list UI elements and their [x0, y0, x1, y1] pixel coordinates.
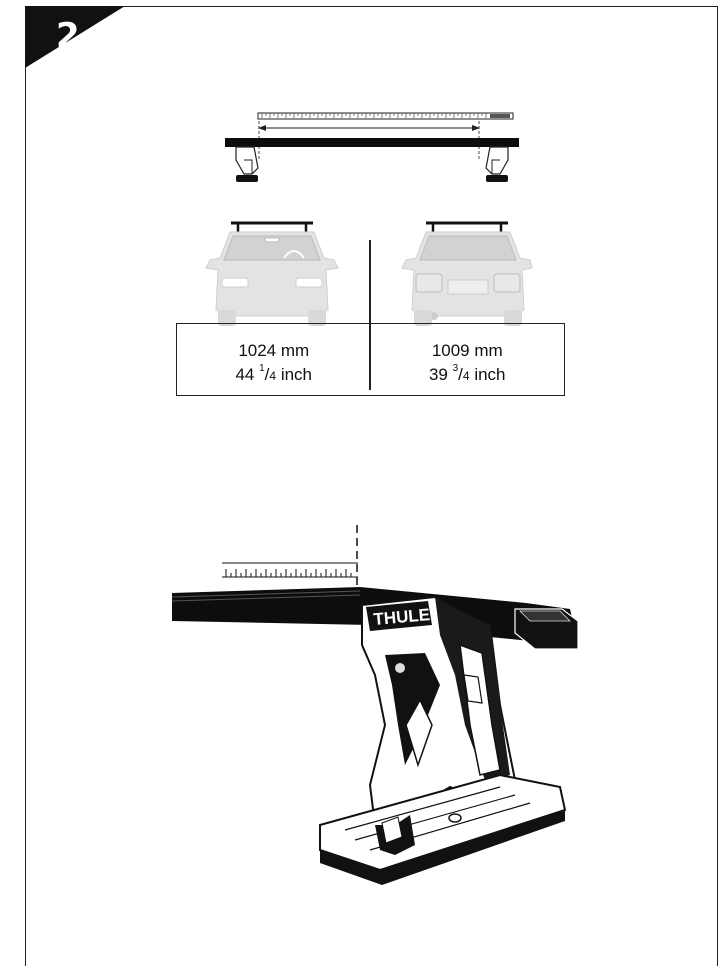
car-rear-view-icon: [401, 221, 533, 326]
rear-inch-unit: inch: [469, 365, 506, 384]
rear-measurement-cell: 1009 mm 39 3/4 inch: [371, 324, 565, 395]
front-inch-whole: 44: [235, 365, 260, 384]
rear-inch-numerator: 3: [452, 363, 459, 374]
car-front-view-icon: [205, 221, 339, 326]
rear-inch-value: 39 3/4 inch: [371, 363, 565, 385]
view-divider: [369, 240, 371, 390]
fraction-slash: /: [458, 365, 463, 384]
rear-inch-whole: 39: [428, 365, 453, 384]
step-number: 2: [56, 16, 80, 56]
front-inch-unit: inch: [276, 365, 313, 384]
front-mm-value: 1024 mm: [238, 341, 310, 360]
front-measurement-cell: 1024 mm 44 1/4 inch: [177, 324, 371, 395]
front-inch-numerator: 1: [259, 363, 265, 374]
front-inch-value: 44 1/4 inch: [177, 363, 371, 385]
roof-bar-measurement-icon: [225, 112, 519, 182]
rear-inch-denominator: 4: [462, 369, 470, 383]
roof-rack-foot-icon: THULE: [171, 525, 579, 885]
instruction-page: [25, 6, 718, 966]
thule-logo: THULE: [373, 605, 431, 629]
rear-mm-value: 1009 mm: [431, 341, 503, 360]
front-inch-denominator: 4: [269, 369, 277, 383]
fraction-slash: /: [264, 365, 270, 384]
measurement-table: 1024 mm 44 1/4 inch 1009 mm 39 3/4 inch: [176, 323, 565, 396]
step-badge: 2: [25, 6, 125, 68]
